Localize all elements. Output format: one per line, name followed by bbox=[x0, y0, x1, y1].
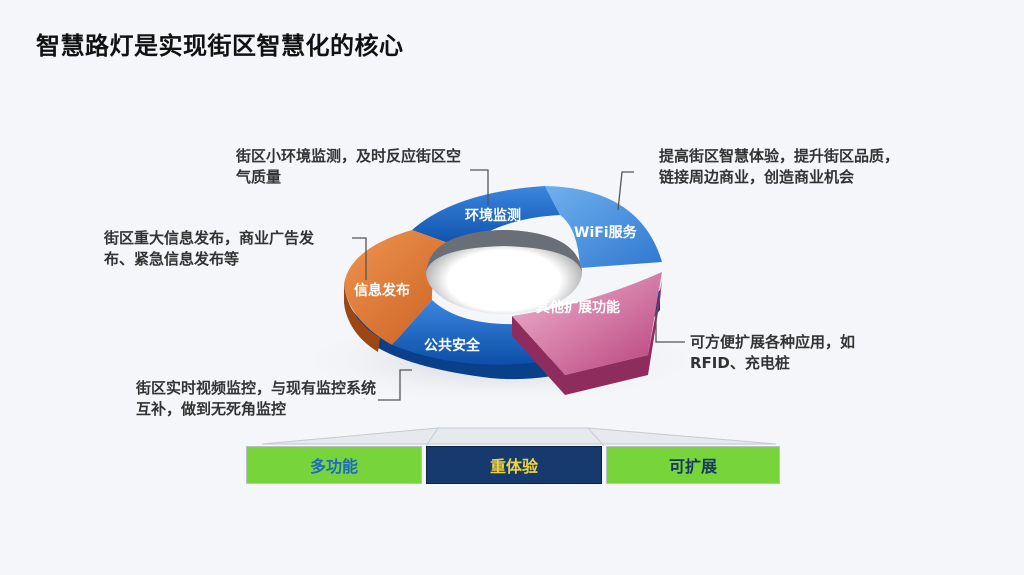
page-title: 智慧路灯是实现街区智慧化的核心 bbox=[36, 32, 404, 60]
segment-wifi bbox=[545, 186, 662, 268]
note-env: 街区小环境监测，及时反应街区空气质量 bbox=[236, 147, 462, 186]
label-info: 信息发布 bbox=[354, 282, 410, 299]
label-env: 环境监测 bbox=[465, 207, 521, 224]
segment-safe bbox=[392, 300, 540, 365]
bar-experience: 重体验 bbox=[426, 446, 602, 484]
note-other: 可方便扩展各种应用，如RFID、充电桩 bbox=[690, 333, 856, 372]
bar-multi-function: 多功能 bbox=[246, 446, 422, 484]
segment-env bbox=[412, 186, 560, 248]
label-other: 其他扩展功能 bbox=[536, 299, 620, 316]
note-wifi: 提高街区智慧体验，提升街区品质，链接周边商业，创造商业机会 bbox=[659, 147, 900, 186]
note-safe: 街区实时视频监控，与现有监控系统互补，做到无死角监控 bbox=[136, 379, 377, 418]
bar-extensible: 可扩展 bbox=[606, 446, 780, 484]
segment-other bbox=[512, 272, 662, 375]
label-safe: 公共安全 bbox=[424, 337, 481, 354]
label-wifi: WiFi服务 bbox=[574, 224, 638, 241]
note-info: 街区重大信息发布，商业广告发布、紧急信息发布等 bbox=[104, 229, 315, 268]
